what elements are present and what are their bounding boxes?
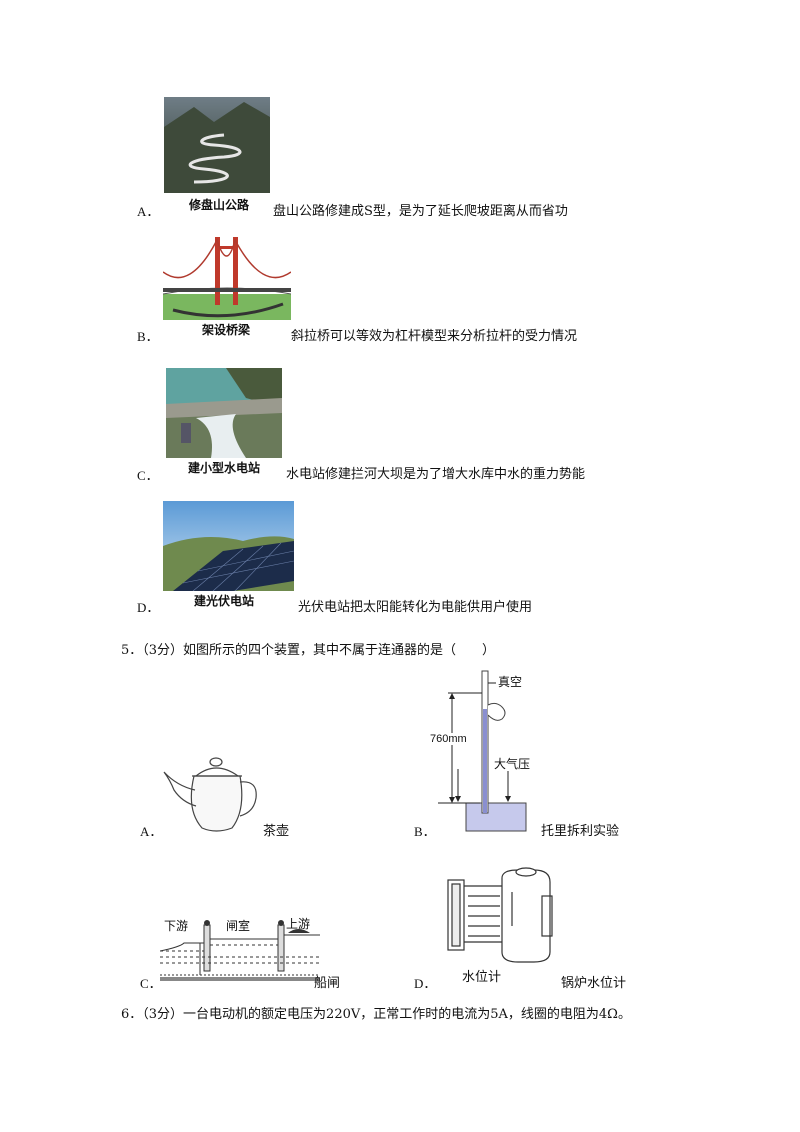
torricelli-diagram: [438, 670, 527, 832]
solar-panels-photo: [163, 501, 295, 592]
vacuum-label: 真空: [498, 675, 523, 689]
height-label: 760mm: [430, 733, 467, 745]
option-b-letter: B．: [137, 329, 159, 344]
option-a-caption: 修盘山公路: [182, 196, 256, 213]
option-d-desc: 光伏电站把太阳能转化为电能供用户使用: [298, 600, 533, 615]
q5-option-c-letter: C．: [140, 976, 162, 991]
boiler-diagram: [447, 867, 553, 963]
option-b-desc: 斜拉桥可以等效为杠杆模型来分析拉杆的受力情况: [291, 329, 578, 344]
option-a-letter: A．: [137, 204, 160, 219]
torricelli-figure: 真空 760mm 大气压: [430, 665, 546, 837]
upstream-label: 上游: [286, 917, 311, 931]
question-5-stem: 5．（3分）如图所示的四个装置，其中不属于连通器的是（ ）: [121, 643, 496, 658]
q5-option-b-label: 托里拆利实验: [541, 824, 620, 839]
option-d-caption: 建光伏电站: [188, 592, 260, 609]
q5-option-d-label: 锅炉水位计: [561, 976, 627, 991]
option-d-letter: D．: [137, 600, 160, 615]
option-b-image: [162, 232, 292, 320]
q5-option-b-letter: B．: [414, 824, 436, 839]
boiler-figure: 水位计: [438, 866, 558, 986]
gauge-label: 水位计: [462, 970, 502, 985]
option-b-caption: 架设桥梁: [194, 321, 258, 338]
q5-option-a-label: 茶壶: [263, 824, 290, 839]
downstream-label: 下游: [164, 919, 189, 933]
option-d-image: [163, 501, 295, 592]
q5-option-a-letter: A．: [140, 824, 163, 839]
teapot-icon: [163, 757, 257, 832]
option-c-image: [166, 368, 282, 458]
ship-lock-figure: 下游 闸室 上游: [159, 915, 320, 981]
question-6-stem: 6．（3分）一台电动机的额定电压为220V，正常工作时的电流为5A，线圈的电阻为…: [121, 1007, 631, 1022]
lock-chamber-label: 闸室: [226, 919, 251, 933]
option-c-desc: 水电站修建拦河大坝是为了增大水库中水的重力势能: [286, 467, 586, 482]
option-a-desc: 盘山公路修建成S型，是为了延长爬坡距离从而省功: [273, 204, 568, 219]
hydropower-photo: [166, 368, 282, 458]
mountain-road-photo: [164, 97, 270, 193]
bridge-image: [162, 232, 292, 320]
q5-option-c-label: 船闸: [314, 976, 341, 991]
teapot-figure: [162, 750, 262, 834]
option-c-caption: 建小型水电站: [182, 459, 266, 476]
option-c-letter: C．: [137, 468, 159, 483]
pressure-label: 大气压: [494, 757, 531, 771]
ship-lock-diagram: [159, 920, 320, 981]
option-a-image: [164, 97, 270, 193]
q5-option-d-letter: D．: [414, 976, 437, 991]
